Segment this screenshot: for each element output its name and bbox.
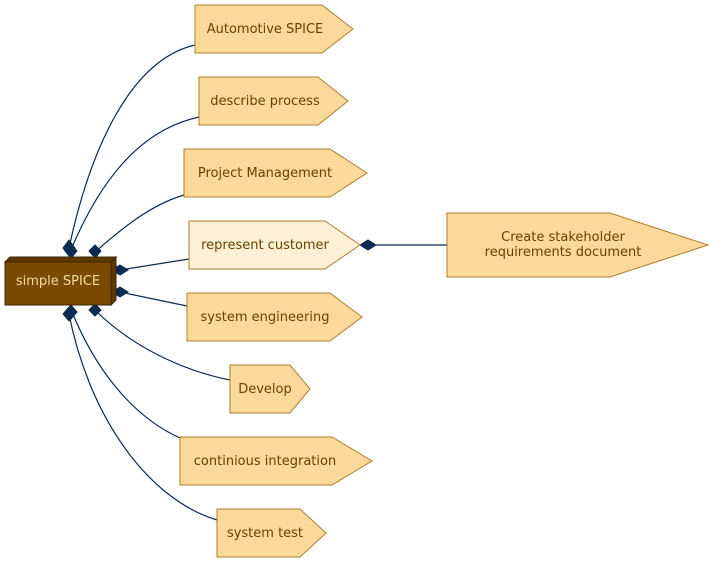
node-describe-process[interactable]: describe process [198,76,349,126]
node-describe-process-label: describe process [210,94,320,109]
edge-continious-integration [71,311,181,439]
diamond-project-management [88,244,102,259]
node-develop[interactable]: Develop [229,364,311,414]
diamond-develop [88,303,102,317]
edges-group [68,44,447,521]
edge-system-engineering [119,291,188,307]
edge-develop [94,309,231,381]
root-node-top [3,256,118,263]
diamond-system-test [62,306,76,322]
node-create-stakeholder-label-line2: requirements document [485,245,642,260]
node-describe-process-shape [198,76,349,126]
edge-describe-process [69,116,200,253]
edge-automotive-spice [68,44,196,249]
root-node[interactable]: simple SPICE [3,255,118,307]
edge-project-management [94,194,185,253]
node-represent-customer-label: represent customer [201,238,329,253]
node-develop-shape [229,364,311,414]
node-represent-customer[interactable]: represent customer [188,220,361,270]
node-system-test-label: system test [227,526,303,541]
root-node-front [4,261,112,306]
edge-represent-customer [119,258,190,271]
node-create-stakeholder-label-line1: Create stakeholder [501,230,625,245]
node-system-engineering[interactable]: system engineering [186,292,363,342]
node-represent-customer-shape [188,220,361,270]
node-project-management-label: Project Management [198,166,332,181]
node-system-engineering-shape [186,292,363,342]
diamond-create-stakeholder [359,239,377,251]
node-continious-integration-shape [179,436,373,486]
node-create-stakeholder[interactable]: Create stakeholder requirements document [446,212,710,278]
edge-system-test [68,313,218,521]
node-develop-label: Develop [238,382,292,397]
root-node-side [110,255,117,307]
node-system-engineering-label: system engineering [201,310,330,325]
node-project-management-shape [183,148,368,198]
node-system-test-shape [216,508,327,558]
node-create-stakeholder-shape [446,212,710,278]
node-continious-integration-label: continious integration [194,454,336,469]
root-node-label: simple SPICE [16,274,100,289]
node-continious-integration[interactable]: continious integration [179,436,373,486]
node-automotive-spice-label: Automotive SPICE [207,22,324,37]
node-project-management[interactable]: Project Management [183,148,368,198]
node-system-test[interactable]: system test [216,508,327,558]
node-automotive-spice[interactable]: Automotive SPICE [194,4,354,54]
node-automotive-spice-shape [194,4,354,54]
